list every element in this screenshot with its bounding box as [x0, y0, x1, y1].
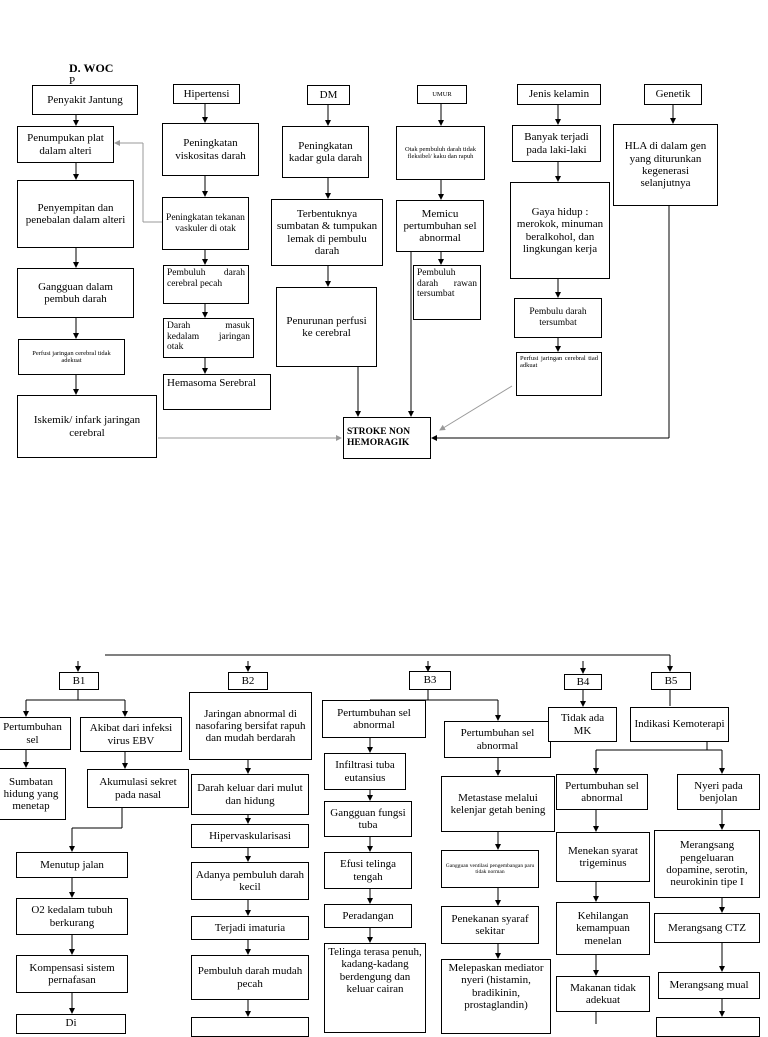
- node-perfusi-tiad: Perfusi jaringan cerebral tiad adkuat: [516, 352, 602, 396]
- b4-kehilangan-menelan: Kehilangan kemampuan menelan: [556, 902, 650, 955]
- b2-pembuluh-kecil: Adanya pembuluh darah kecil: [191, 862, 309, 900]
- node-gaya-hidup: Gaya hidup : merokok, minuman beralkohol…: [510, 182, 610, 279]
- node-penurunan-perfusi: Penurunan perfusi ke cerebral: [276, 287, 377, 367]
- node-umur: UMUR: [417, 85, 467, 104]
- node-iskemik: Iskemik/ infark jaringan cerebral: [17, 395, 157, 458]
- b2-jaringan-abnormal: Jaringan abnormal di nasofaring bersifat…: [189, 692, 312, 760]
- b1-pertumbuhan-sel: Pertumbuhan sel: [0, 717, 71, 750]
- b1-menutup-jalan: Menutup jalan: [16, 852, 128, 878]
- header-b1: B1: [59, 672, 99, 690]
- b1-sumbatan-hidung: Sumbatan hidung yang menetap: [0, 768, 66, 820]
- b5-mual: Merangsang mual: [658, 972, 760, 999]
- header-b2: B2: [228, 672, 268, 690]
- b3-penekanan-syaraf: Penekanan syaraf sekitar: [441, 906, 539, 944]
- b2-next: [191, 1017, 309, 1037]
- b3-efusi: Efusi telinga tengah: [324, 852, 412, 889]
- node-tekanan-vaskuler: Peningkatan tekanan vaskuler di otak: [162, 197, 249, 250]
- b5-kemoterapi: Indikasi Kemoterapi: [630, 707, 729, 742]
- node-perfusi-1: Perfusi jaringan cerebral tidak adekuat: [18, 339, 125, 375]
- node-jenis-kelamin: Jenis kelamin: [517, 84, 601, 105]
- b2-hipervaskularisasi: Hipervaskularisasi: [191, 824, 309, 848]
- b3-infiltrasi: Infiltrasi tuba eutansius: [324, 753, 406, 790]
- b5-nyeri-benjolan: Nyeri pada benjolan: [677, 774, 760, 810]
- node-laki-laki: Banyak terjadi pada laki-laki: [512, 125, 601, 162]
- node-rawan-tersumbat: Pembuluh darah rawan tersumbat: [413, 265, 481, 320]
- node-hla: HLA di dalam gen yang diturunkan kegener…: [613, 124, 718, 206]
- node-pembuluh-pecah: Pembuluh darah cerebral pecah: [163, 265, 249, 304]
- b1-kompensasi: Kompensasi sistem pernafasan: [16, 955, 128, 993]
- b1-o2-berkurang: O2 kedalam tubuh berkurang: [16, 898, 128, 935]
- b4-pertumbuhan-sel: Pertumbuhan sel abnormal: [556, 774, 648, 810]
- node-hemasoma: Hemasoma Serebral: [163, 374, 271, 410]
- b3-mediator-nyeri: Melepaskan mediator nyeri (histamin, bra…: [441, 959, 551, 1034]
- b5-ctz: Merangsang CTZ: [654, 913, 760, 943]
- b2-mudah-pecah: Pembuluh darah mudah pecah: [191, 955, 309, 1000]
- node-sumbatan-lemak: Terbentuknya sumbatan & tumpukan lemak d…: [271, 199, 383, 266]
- diagram-title: D. WOC: [69, 61, 114, 75]
- node-viskositas: Peningkatan viskositas darah: [162, 123, 259, 176]
- b3-gangguan-tuba: Gangguan fungsi tuba: [324, 801, 412, 837]
- b3-metastase: Metastase melalui kelenjar getah bening: [441, 776, 555, 832]
- node-genetik: Genetik: [644, 84, 702, 105]
- node-penyakit-jantung: Penyakit Jantung: [32, 85, 138, 115]
- diagram-subtitle: P: [69, 75, 76, 87]
- b1-infeksi-ebv: Akibat dari infeksi virus EBV: [80, 717, 182, 752]
- b3-peradangan: Peradangan: [324, 904, 412, 928]
- b3-pertumbuhan-sel-2: Pertumbuhan sel abnormal: [444, 721, 551, 758]
- node-darah-masuk: Darah masuk kedalam jaringan otak: [163, 318, 254, 358]
- header-b3: B3: [409, 671, 451, 690]
- b5-next: [656, 1017, 760, 1037]
- node-kadar-gula: Peningkatan kadar gula darah: [282, 126, 369, 178]
- node-dm: DM: [307, 85, 350, 105]
- b4-trigeminus: Menekan syarat trigeminus: [556, 832, 650, 882]
- node-pembulu-tersumbat: Pembulu darah tersumbat: [514, 298, 602, 338]
- b5-dopamine: Merangsang pengeluaran dopamine, serotin…: [654, 830, 760, 898]
- b2-imaturia: Terjadi imaturia: [191, 916, 309, 940]
- node-otak-pembuluh: Otak pembuluh darah tidak fleksibel/ kak…: [396, 126, 485, 180]
- node-memicu: Memicu pertumbuhan sel abnormal: [396, 200, 484, 252]
- b3-pertumbuhan-sel: Pertumbuhan sel abnormal: [322, 700, 426, 738]
- node-stroke-non-hemoragik: STROKE NON HEMORAGIK: [343, 417, 431, 459]
- b2-darah-keluar: Darah keluar dari mulut dan hidung: [191, 774, 309, 815]
- header-b5: B5: [651, 672, 691, 690]
- b3-gangguan-ventilasi: Gangguan ventilasi pengembangan paru tid…: [441, 850, 539, 888]
- header-b4: B4: [564, 674, 602, 690]
- node-penyempitan: Penyempitan dan penebalan dalam alteri: [17, 180, 134, 248]
- b1-di: Di: [16, 1014, 126, 1034]
- b1-akumulasi-sekret: Akumulasi sekret pada nasal: [87, 769, 189, 808]
- node-gangguan-pembuh: Gangguan dalam pembuh darah: [17, 268, 134, 318]
- node-hipertensi: Hipertensi: [173, 84, 240, 104]
- b4-makanan: Makanan tidak adekuat: [556, 976, 650, 1012]
- b3-telinga-penuh: Telinga terasa penuh, kadang-kadang berd…: [324, 943, 426, 1033]
- b4-tidak-ada-mk: Tidak ada MK: [548, 707, 617, 742]
- node-penumpukan-plat: Penumpukan plat dalam alteri: [17, 126, 114, 163]
